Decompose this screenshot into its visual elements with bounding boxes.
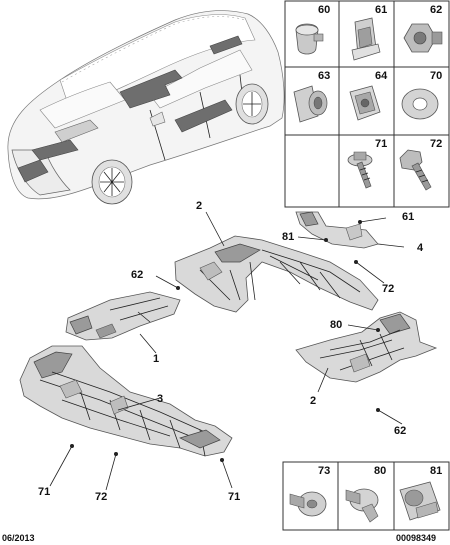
push-rivet-icon bbox=[289, 491, 327, 517]
callout-2-lower[interactable]: 2 bbox=[310, 395, 316, 407]
part-cell-71[interactable]: 71 bbox=[347, 138, 387, 189]
part-number: 63 bbox=[318, 70, 330, 82]
cage-nut-icon bbox=[293, 85, 328, 123]
part-2-lower-shield[interactable] bbox=[295, 311, 438, 383]
part-cell-81[interactable]: 81 bbox=[399, 465, 442, 521]
callout-72-lower[interactable]: 72 bbox=[95, 491, 107, 503]
parts-grid-top: 60 61 62 63 bbox=[284, 0, 450, 208]
callout-3[interactable]: 3 bbox=[157, 393, 163, 405]
part-number: 60 bbox=[318, 4, 330, 16]
part-number: 61 bbox=[375, 4, 387, 16]
part-number: 64 bbox=[375, 70, 388, 82]
callout-62-lower[interactable]: 62 bbox=[394, 425, 406, 437]
part-number: 73 bbox=[318, 465, 330, 477]
callout-4[interactable]: 4 bbox=[417, 242, 424, 254]
callout-labels: 2 61 81 4 62 72 80 1 3 2 62 71 72 71 bbox=[38, 200, 424, 503]
footer-reference: 00098349 bbox=[396, 533, 436, 543]
flange-screw-icon bbox=[347, 151, 373, 189]
part-cell-73[interactable]: 73 bbox=[289, 465, 330, 517]
part-cell-80[interactable]: 80 bbox=[345, 465, 386, 523]
callout-1[interactable]: 1 bbox=[153, 353, 159, 365]
part-cell-63[interactable]: 63 bbox=[293, 70, 330, 123]
callout-71-left[interactable]: 71 bbox=[38, 486, 50, 498]
footer-date: 06/2013 bbox=[2, 533, 35, 543]
part-number: 72 bbox=[430, 138, 442, 150]
part-cell-60[interactable]: 60 bbox=[295, 4, 330, 55]
callout-71-right[interactable]: 71 bbox=[228, 491, 240, 503]
part-cell-61[interactable]: 61 bbox=[351, 4, 387, 61]
clip-fastener-icon bbox=[399, 481, 441, 521]
callout-80[interactable]: 80 bbox=[330, 319, 342, 331]
part-cell-62[interactable]: 62 bbox=[403, 4, 443, 53]
part-3-undertray[interactable] bbox=[19, 345, 233, 457]
spring-clip-icon bbox=[349, 85, 381, 121]
part-number: 62 bbox=[430, 4, 442, 16]
part-number: 80 bbox=[374, 465, 386, 477]
washer-icon bbox=[401, 88, 439, 120]
push-nut-icon bbox=[295, 23, 324, 55]
flange-nut-icon bbox=[403, 23, 443, 53]
part-number: 71 bbox=[375, 138, 387, 150]
parts-grid-bottom: 73 80 81 bbox=[282, 461, 450, 531]
part-1-shield[interactable] bbox=[65, 291, 181, 341]
hex-screw-icon bbox=[399, 149, 432, 191]
car-illustration bbox=[7, 10, 285, 205]
part-cell-70[interactable]: 70 bbox=[401, 70, 442, 120]
callout-leaders bbox=[49, 211, 405, 491]
callout-61[interactable]: 61 bbox=[402, 211, 414, 223]
callout-72[interactable]: 72 bbox=[382, 283, 394, 295]
callout-62[interactable]: 62 bbox=[131, 269, 143, 281]
expansion-rivet-icon bbox=[345, 488, 379, 523]
clip-bracket-icon bbox=[351, 17, 381, 61]
part-2-upper-shield[interactable] bbox=[174, 235, 379, 313]
part-4-bracket[interactable] bbox=[295, 211, 379, 249]
callout-2[interactable]: 2 bbox=[196, 200, 202, 212]
callout-81[interactable]: 81 bbox=[282, 231, 294, 243]
part-number: 70 bbox=[430, 70, 442, 82]
part-cell-72[interactable]: 72 bbox=[399, 138, 442, 191]
part-number: 81 bbox=[430, 465, 442, 477]
part-cell-64[interactable]: 64 bbox=[349, 70, 388, 121]
